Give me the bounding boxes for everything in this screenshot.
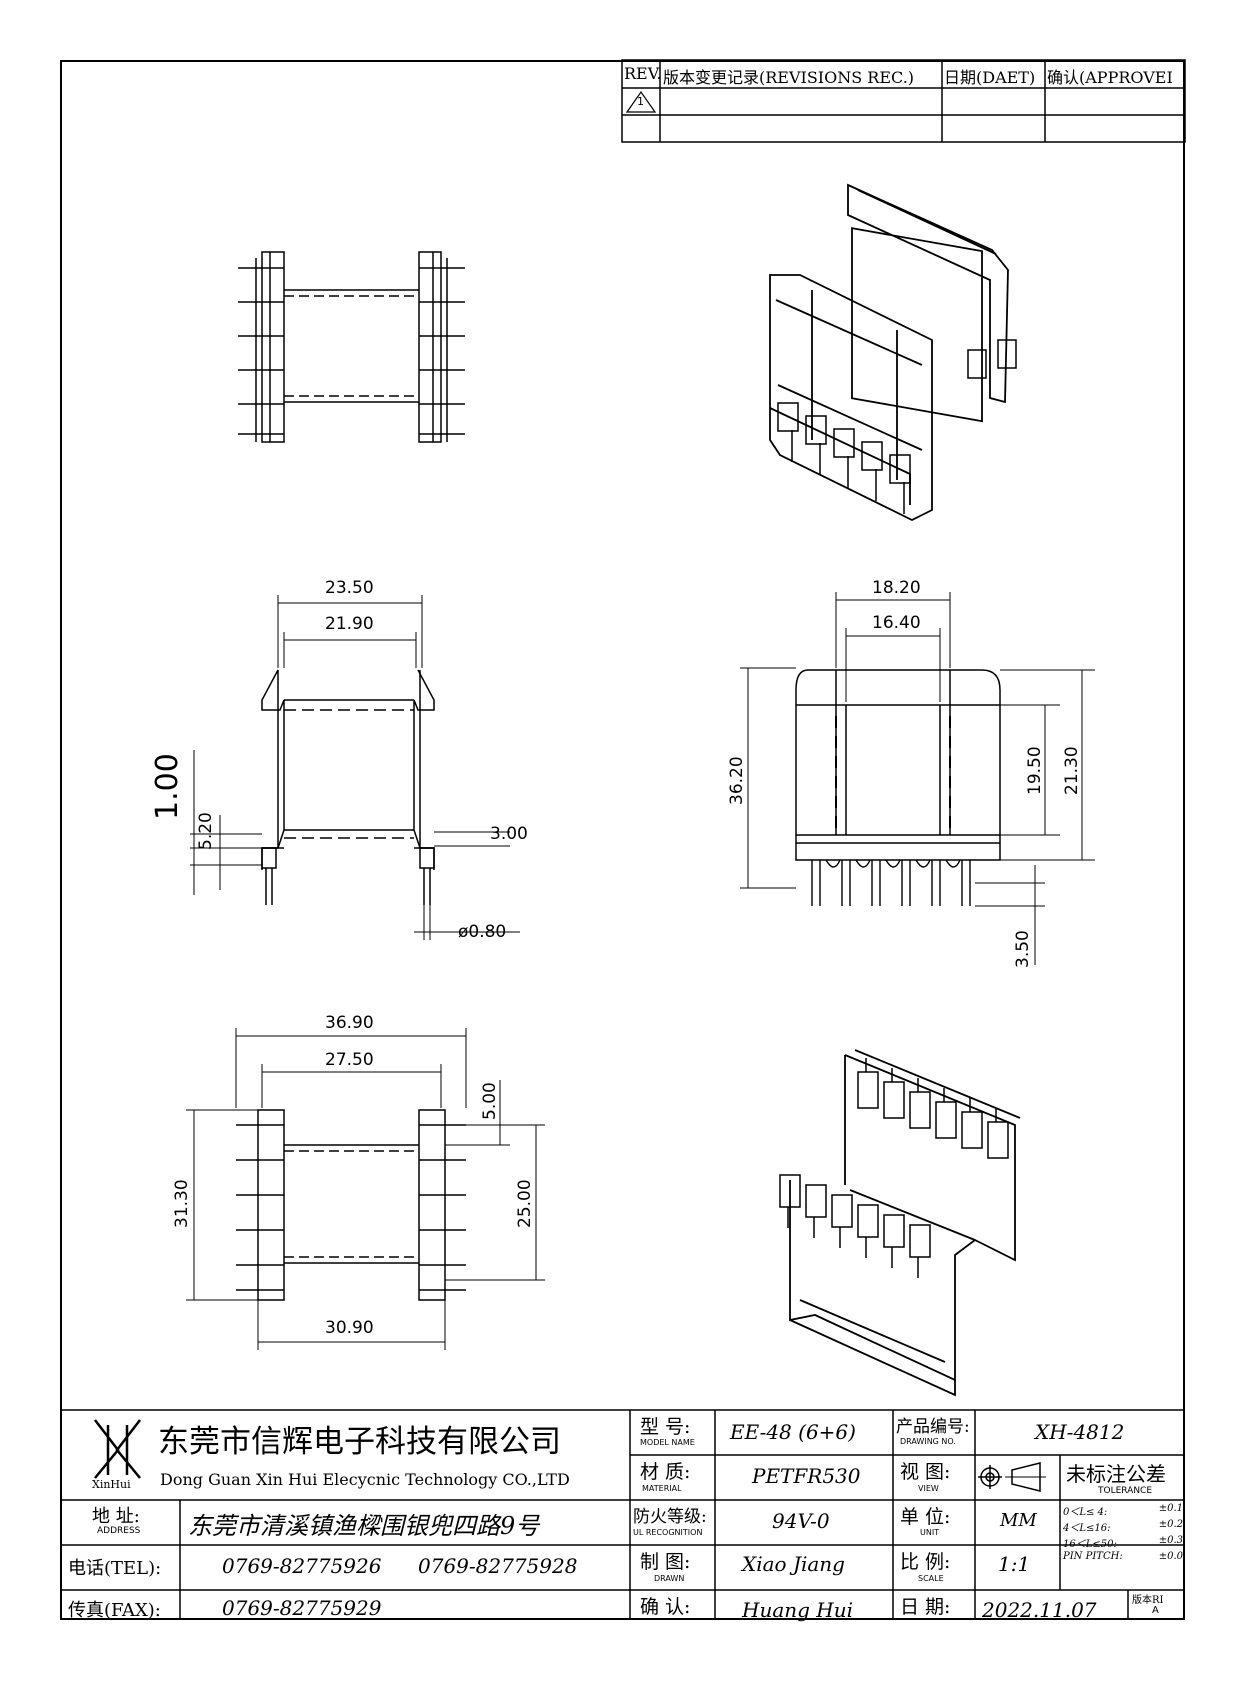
projection-symbol-icon <box>978 1462 1046 1492</box>
material-label: 材 质: <box>640 1461 691 1483</box>
date-label: 日 期: <box>900 1596 951 1618</box>
drawn-label-en: DRAWN <box>654 1574 685 1583</box>
bottom-view-drawing <box>186 1028 545 1350</box>
tolerance-row: PIN PITCH: ±0.0 <box>1063 1551 1183 1567</box>
date-col-header: 日期(DAET) <box>944 68 1036 87</box>
model-label: 型 号: <box>640 1416 691 1438</box>
tolerance-value: ±0.3 <box>1158 1535 1183 1546</box>
company-name-cn: 东莞市信辉电子科技有限公司 <box>158 1424 561 1460</box>
view-label-en: VIEW <box>918 1484 939 1493</box>
tel-number-1: 0769-82775926 <box>222 1554 382 1578</box>
isometric-view-top <box>769 183 1017 522</box>
rev-col-header: REV. <box>624 64 662 83</box>
address-label: 地 址: <box>92 1506 140 1527</box>
isometric-view-bottom <box>779 1049 1021 1397</box>
flame-rating-label: 防火等级: <box>633 1507 707 1527</box>
front-view-drawing <box>740 592 1095 965</box>
tolerance-row: 16＜L≤50: ±0.3 <box>1063 1535 1183 1551</box>
material-value: PETFR530 <box>752 1464 861 1488</box>
dim-inner-width: 21.90 <box>325 614 374 634</box>
tolerance-range: 0＜L≤ 4: <box>1063 1507 1108 1518</box>
dim-pin-span: 30.90 <box>325 1318 374 1338</box>
approve-col-header: 确认(APPROVEI <box>1047 68 1173 87</box>
flame-rating-label-en: UL RECOGNITION <box>633 1528 703 1537</box>
dim-overall-width-bottom: 31.30 <box>172 1179 192 1228</box>
date-value: 2022.11.07 <box>982 1598 1097 1622</box>
confirm-label: 确 认: <box>640 1596 691 1618</box>
dim-overall-width: 23.50 <box>325 578 374 598</box>
tel-number-2: 0769-82775928 <box>418 1554 578 1578</box>
revision-table-grid <box>621 59 1186 143</box>
revision-record-col-header: 版本变更记录(REVISIONS REC.) <box>663 68 915 87</box>
drawn-value: Xiao Jiang <box>742 1552 845 1576</box>
tolerance-range: 4＜L≤16: <box>1063 1523 1111 1534</box>
dim-inner-width-front: 16.40 <box>872 613 921 633</box>
address-value: 东莞市清溪镇渔樑围银兜四路9号 <box>188 1512 540 1540</box>
tolerance-table: 0＜L≤ 4: ±0.1 4＜L≤16: ±0.2 16＜L≤50: ±0.3 … <box>1063 1503 1183 1567</box>
tolerance-range: 16＜L≤50: <box>1063 1539 1117 1550</box>
view-label: 视 图: <box>900 1461 951 1483</box>
version-label: 版本RI <box>1132 1595 1164 1606</box>
dim-pin-length: 3.50 <box>1013 930 1033 968</box>
model-value: EE-48 (6+6) <box>730 1420 856 1444</box>
dim-overall-length: 36.90 <box>325 1013 374 1033</box>
top-view-drawing <box>238 251 465 443</box>
company-logo-icon <box>94 1419 141 1479</box>
dim-flange-thickness: 1.00 <box>150 753 185 820</box>
tolerance-value: ±0.1 <box>1158 1503 1183 1514</box>
scale-label-en: SCALE <box>918 1574 944 1583</box>
tolerance-value: ±0.0 <box>1158 1551 1183 1562</box>
scale-label: 比 例: <box>900 1551 951 1573</box>
title-block-grid <box>60 1409 1185 1620</box>
drawing-no-label-en: DRAWING NO. <box>900 1437 956 1446</box>
flame-rating-value: 94V-0 <box>772 1509 830 1533</box>
confirm-value: Huang Hui <box>742 1598 854 1622</box>
drawn-label: 制 图: <box>640 1551 691 1573</box>
dim-pin-row-spacing: 25.00 <box>515 1179 535 1228</box>
dim-pin-diameter: ø0.80 <box>458 922 507 942</box>
dim-pin-offset: 3.00 <box>490 824 528 844</box>
tolerance-row: 0＜L≤ 4: ±0.1 <box>1063 1503 1183 1519</box>
dim-overall-height: 36.20 <box>727 756 747 805</box>
unit-label: 单 位: <box>900 1506 951 1528</box>
drawing-no-value: XH-4812 <box>1035 1420 1125 1444</box>
tolerance-range: PIN PITCH: <box>1063 1551 1123 1562</box>
tel-label: 电话(TEL): <box>68 1558 162 1579</box>
version-value: A <box>1152 1605 1159 1616</box>
dim-pin-standoff: 5.20 <box>196 812 216 850</box>
tolerance-value: ±0.2 <box>1158 1519 1183 1530</box>
tolerance-title: 未标注公差 <box>1066 1462 1166 1486</box>
side-view-drawing <box>190 595 520 940</box>
model-label-en: MODEL NAME <box>640 1438 695 1447</box>
fax-label: 传真(FAX): <box>68 1600 161 1621</box>
drawing-no-label: 产品编号: <box>896 1417 970 1437</box>
dim-outer-width: 18.20 <box>872 578 921 598</box>
dim-wall-height: 21.30 <box>1062 746 1082 795</box>
scale-value: 1:1 <box>998 1552 1031 1576</box>
dim-flange-depth: 5.00 <box>480 1082 500 1120</box>
revision-mark: 1 <box>637 95 644 108</box>
address-label-en: ADDRESS <box>97 1526 141 1536</box>
dim-window-height: 19.50 <box>1025 746 1045 795</box>
fax-number: 0769-82775929 <box>222 1596 382 1620</box>
unit-value: MM <box>1000 1510 1037 1531</box>
material-label-en: MATERIAL <box>642 1484 682 1493</box>
tolerance-title-en: TOLERANCE <box>1098 1486 1153 1496</box>
tolerance-row: 4＜L≤16: ±0.2 <box>1063 1519 1183 1535</box>
unit-label-en: UNIT <box>920 1528 940 1537</box>
company-name-en: Dong Guan Xin Hui Elecycnic Technology C… <box>160 1470 570 1489</box>
dim-inner-length: 27.50 <box>325 1050 374 1070</box>
logo-text: XinHui <box>92 1478 131 1491</box>
